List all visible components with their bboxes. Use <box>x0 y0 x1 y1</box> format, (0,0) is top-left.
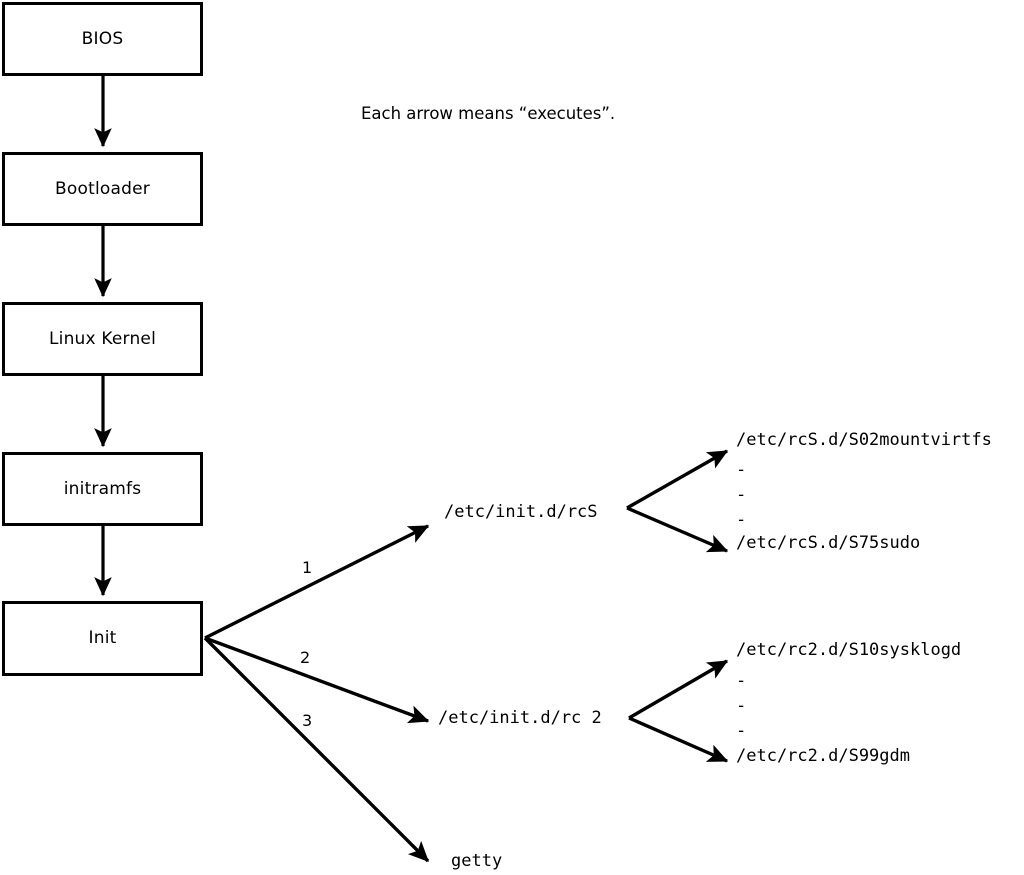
rcs-fanout-arrows <box>626 449 729 553</box>
rc2-fanout-arrows <box>628 659 729 763</box>
node-initramfs: initramfs <box>2 452 203 526</box>
node-init: Init <box>2 601 203 676</box>
label-etc-init-d-rc-2: /etc/init.d/rc 2 <box>438 708 602 728</box>
arrow-init-to-getty <box>203 636 430 863</box>
rcs-ellipsis-mark-2: - <box>736 485 747 505</box>
label-rcs-first-script: /etc/rcS.d/S02mountvirtfs <box>736 430 992 450</box>
diagram-caption: Each arrow means “executes”. <box>361 104 616 123</box>
rcs-ellipsis-mark-1: - <box>736 460 747 480</box>
arrow-rcs-to-first-script <box>626 449 729 510</box>
label-rc2-first-script: /etc/rc2.d/S10sysklogd <box>736 640 962 660</box>
label-etc-init-d-rcs: /etc/init.d/rcS <box>444 502 598 522</box>
node-init-label: Init <box>88 628 117 648</box>
branch-number-2: 2 <box>300 648 311 667</box>
branch-number-3: 3 <box>302 711 313 730</box>
arrow-rcs-to-last-script <box>626 506 729 553</box>
rc2-ellipsis-mark-1: - <box>736 671 747 691</box>
label-rcs-last-script: /etc/rcS.d/S75sudo <box>736 533 921 553</box>
label-getty: getty <box>451 851 503 871</box>
branch-number-1: 1 <box>302 558 313 577</box>
arrow-init-to-rcs <box>204 524 430 640</box>
arrow-rc2-to-first-script <box>628 659 729 720</box>
node-linux-kernel: Linux Kernel <box>2 302 203 376</box>
arrow-rc2-to-last-script <box>628 716 729 763</box>
node-bios: BIOS <box>2 2 203 76</box>
node-bios-label: BIOS <box>81 28 124 49</box>
arrow-init-to-rc2 <box>204 636 430 724</box>
init-branch-arrows <box>203 524 430 863</box>
rc2-ellipsis-mark-2: - <box>736 696 747 716</box>
label-rc2-last-script: /etc/rc2.d/S99gdm <box>736 746 910 766</box>
node-bootloader-label: Bootloader <box>55 178 150 199</box>
node-initramfs-label: initramfs <box>63 478 142 499</box>
rcs-ellipsis-mark-3: - <box>736 510 747 530</box>
node-bootloader: Bootloader <box>2 152 203 226</box>
rc2-ellipsis-mark-3: - <box>736 721 747 741</box>
node-linux-kernel-label: Linux Kernel <box>48 328 156 349</box>
